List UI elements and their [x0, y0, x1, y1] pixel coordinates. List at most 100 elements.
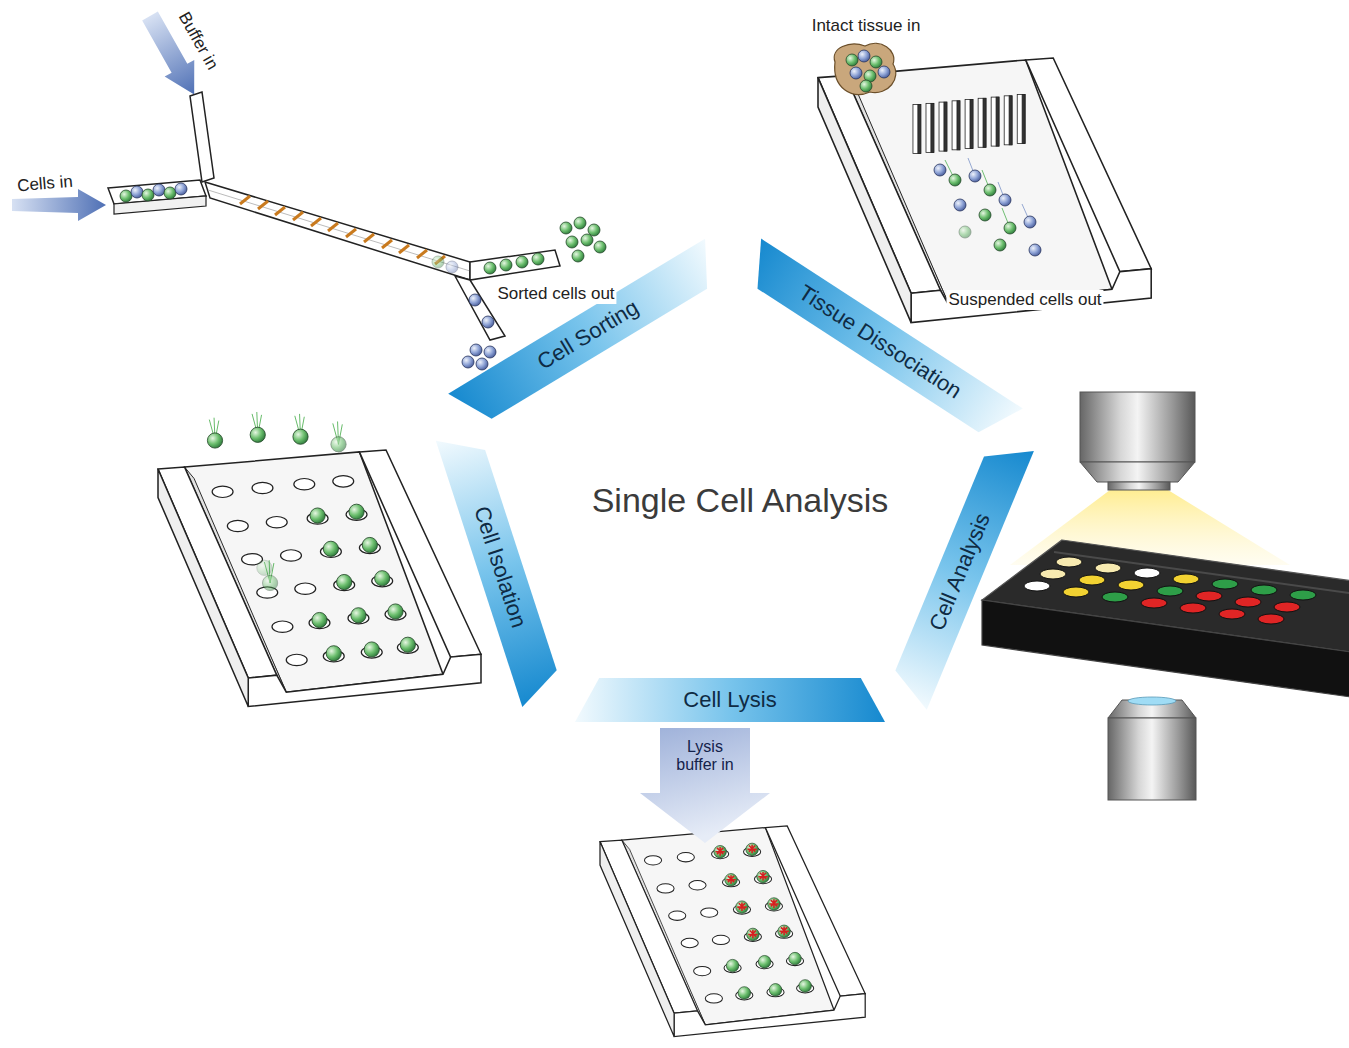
- sorting-chip: [240, 196, 250, 204]
- sorting-chip: [153, 184, 165, 196]
- dissociation-chip: [945, 158, 1030, 228]
- sorting-chip: [482, 316, 494, 328]
- dissociation-chip: [984, 184, 996, 196]
- analysis-station: [1274, 602, 1300, 612]
- sorting-chip: [142, 189, 154, 201]
- dissociation-chip: [850, 67, 862, 79]
- isolation-chip: [212, 476, 418, 666]
- step-band: Cell Lysis: [575, 678, 885, 722]
- analysis-station: [1080, 462, 1195, 482]
- analysis-station: [1024, 557, 1316, 624]
- dissociation-chip: [931, 103, 934, 152]
- sorting-chip: [516, 256, 528, 268]
- sorting-chip: [476, 358, 488, 370]
- dissociation-chip: [1009, 96, 1012, 145]
- analysis-station: [1290, 590, 1316, 600]
- lysis-chip: [778, 925, 790, 937]
- sorting-chip: [164, 187, 176, 199]
- step-band: Tissue Dissociation: [737, 239, 1023, 446]
- flow-label: Sorted cells out: [495, 284, 616, 304]
- step-label: Cell Lysis: [683, 687, 776, 713]
- dissociation-chip: [846, 54, 858, 66]
- sorting-chip: [566, 236, 578, 248]
- step-band: Cell Isolation: [436, 427, 564, 707]
- analysis-station: [1173, 574, 1199, 584]
- sorting-chip: [328, 223, 338, 231]
- dissociation-chip: [944, 102, 947, 151]
- isolation-chip: [158, 450, 481, 707]
- flow-label: Cells in: [14, 171, 75, 196]
- band-fill: [737, 239, 1023, 446]
- lysis-chip: [600, 826, 865, 1037]
- analysis-station: [1134, 568, 1160, 578]
- analysis-station: [1235, 597, 1261, 607]
- sorting-chip: [190, 92, 214, 182]
- sorting-chip: [208, 190, 470, 271]
- sorting-chip: [470, 344, 482, 356]
- analysis-station: [982, 600, 1349, 700]
- dissociation-chip: [991, 97, 999, 146]
- band-fill: [448, 239, 728, 432]
- lysis-chip: [736, 901, 748, 913]
- dissociation-chip: [913, 95, 1025, 154]
- sorting-chip: [346, 229, 356, 237]
- flow-label: Buffer in: [173, 7, 223, 75]
- dissociation-chip: [870, 56, 882, 68]
- lysis-chip: [726, 959, 738, 971]
- lysis-chip: [738, 987, 750, 999]
- sorting-chip: [311, 218, 321, 226]
- analysis-station: [1040, 569, 1066, 579]
- lysis-chip: [600, 826, 865, 1037]
- lysis-chip: [747, 928, 759, 940]
- dissociation-chip: [818, 43, 1151, 322]
- sorting-chip: [560, 222, 572, 234]
- sorting-chip: [446, 261, 458, 273]
- analysis-station: [1196, 591, 1222, 601]
- analysis-station: [1054, 552, 1349, 606]
- sorting-chip: [364, 234, 374, 242]
- lysis-chip: [789, 952, 801, 964]
- buffer-arrow: Lysis buffer in: [640, 728, 770, 843]
- dissociation-chip: [978, 98, 986, 147]
- sorting-chip: [470, 250, 560, 280]
- isolation-chip: [400, 637, 415, 652]
- isolation-chip: [257, 560, 272, 575]
- dissociation-chip: [818, 58, 1151, 323]
- isolation-chip: [331, 437, 346, 452]
- step-label: Tissue Dissociation: [794, 280, 966, 405]
- sorting-chip: [382, 240, 392, 248]
- analysis-station: [1157, 586, 1183, 596]
- sorting-chip: [588, 224, 600, 236]
- dissociation-chip: [999, 194, 1011, 206]
- lysis-chip: [757, 870, 769, 882]
- lysis-chip: [714, 846, 726, 858]
- sorting-chip: [484, 262, 496, 274]
- dissociation-chip: [994, 239, 1006, 251]
- dissociation-chip: [954, 199, 966, 211]
- sorting-chip: [572, 250, 584, 262]
- dissociation-chip: [934, 164, 946, 176]
- isolation-chip: [323, 541, 338, 556]
- dissociation-chip: [1004, 96, 1012, 145]
- dissociation-chip: [970, 100, 973, 149]
- sorting-chip: [532, 253, 544, 265]
- arrow-label: Lysis buffer in: [674, 738, 736, 775]
- isolation-chip: [310, 508, 325, 523]
- isolation-chip: [351, 608, 366, 623]
- dissociation-chip: [878, 66, 890, 78]
- sorting-chip: [469, 294, 481, 306]
- isolation-chip: [362, 537, 377, 552]
- dissociation-chip: [979, 209, 991, 221]
- lysis-chip: [799, 980, 811, 992]
- lysis-chip: [746, 843, 758, 855]
- step-band: Cell Sorting: [448, 239, 728, 432]
- analysis-station: [982, 540, 1349, 700]
- dissociation-chip: [945, 160, 1010, 228]
- isolation-chip: [337, 574, 352, 589]
- analysis-station: [1102, 592, 1128, 602]
- dissociation-chip: [968, 158, 1030, 222]
- dissociation-chip: [959, 226, 971, 238]
- sorting-chip: [399, 245, 409, 253]
